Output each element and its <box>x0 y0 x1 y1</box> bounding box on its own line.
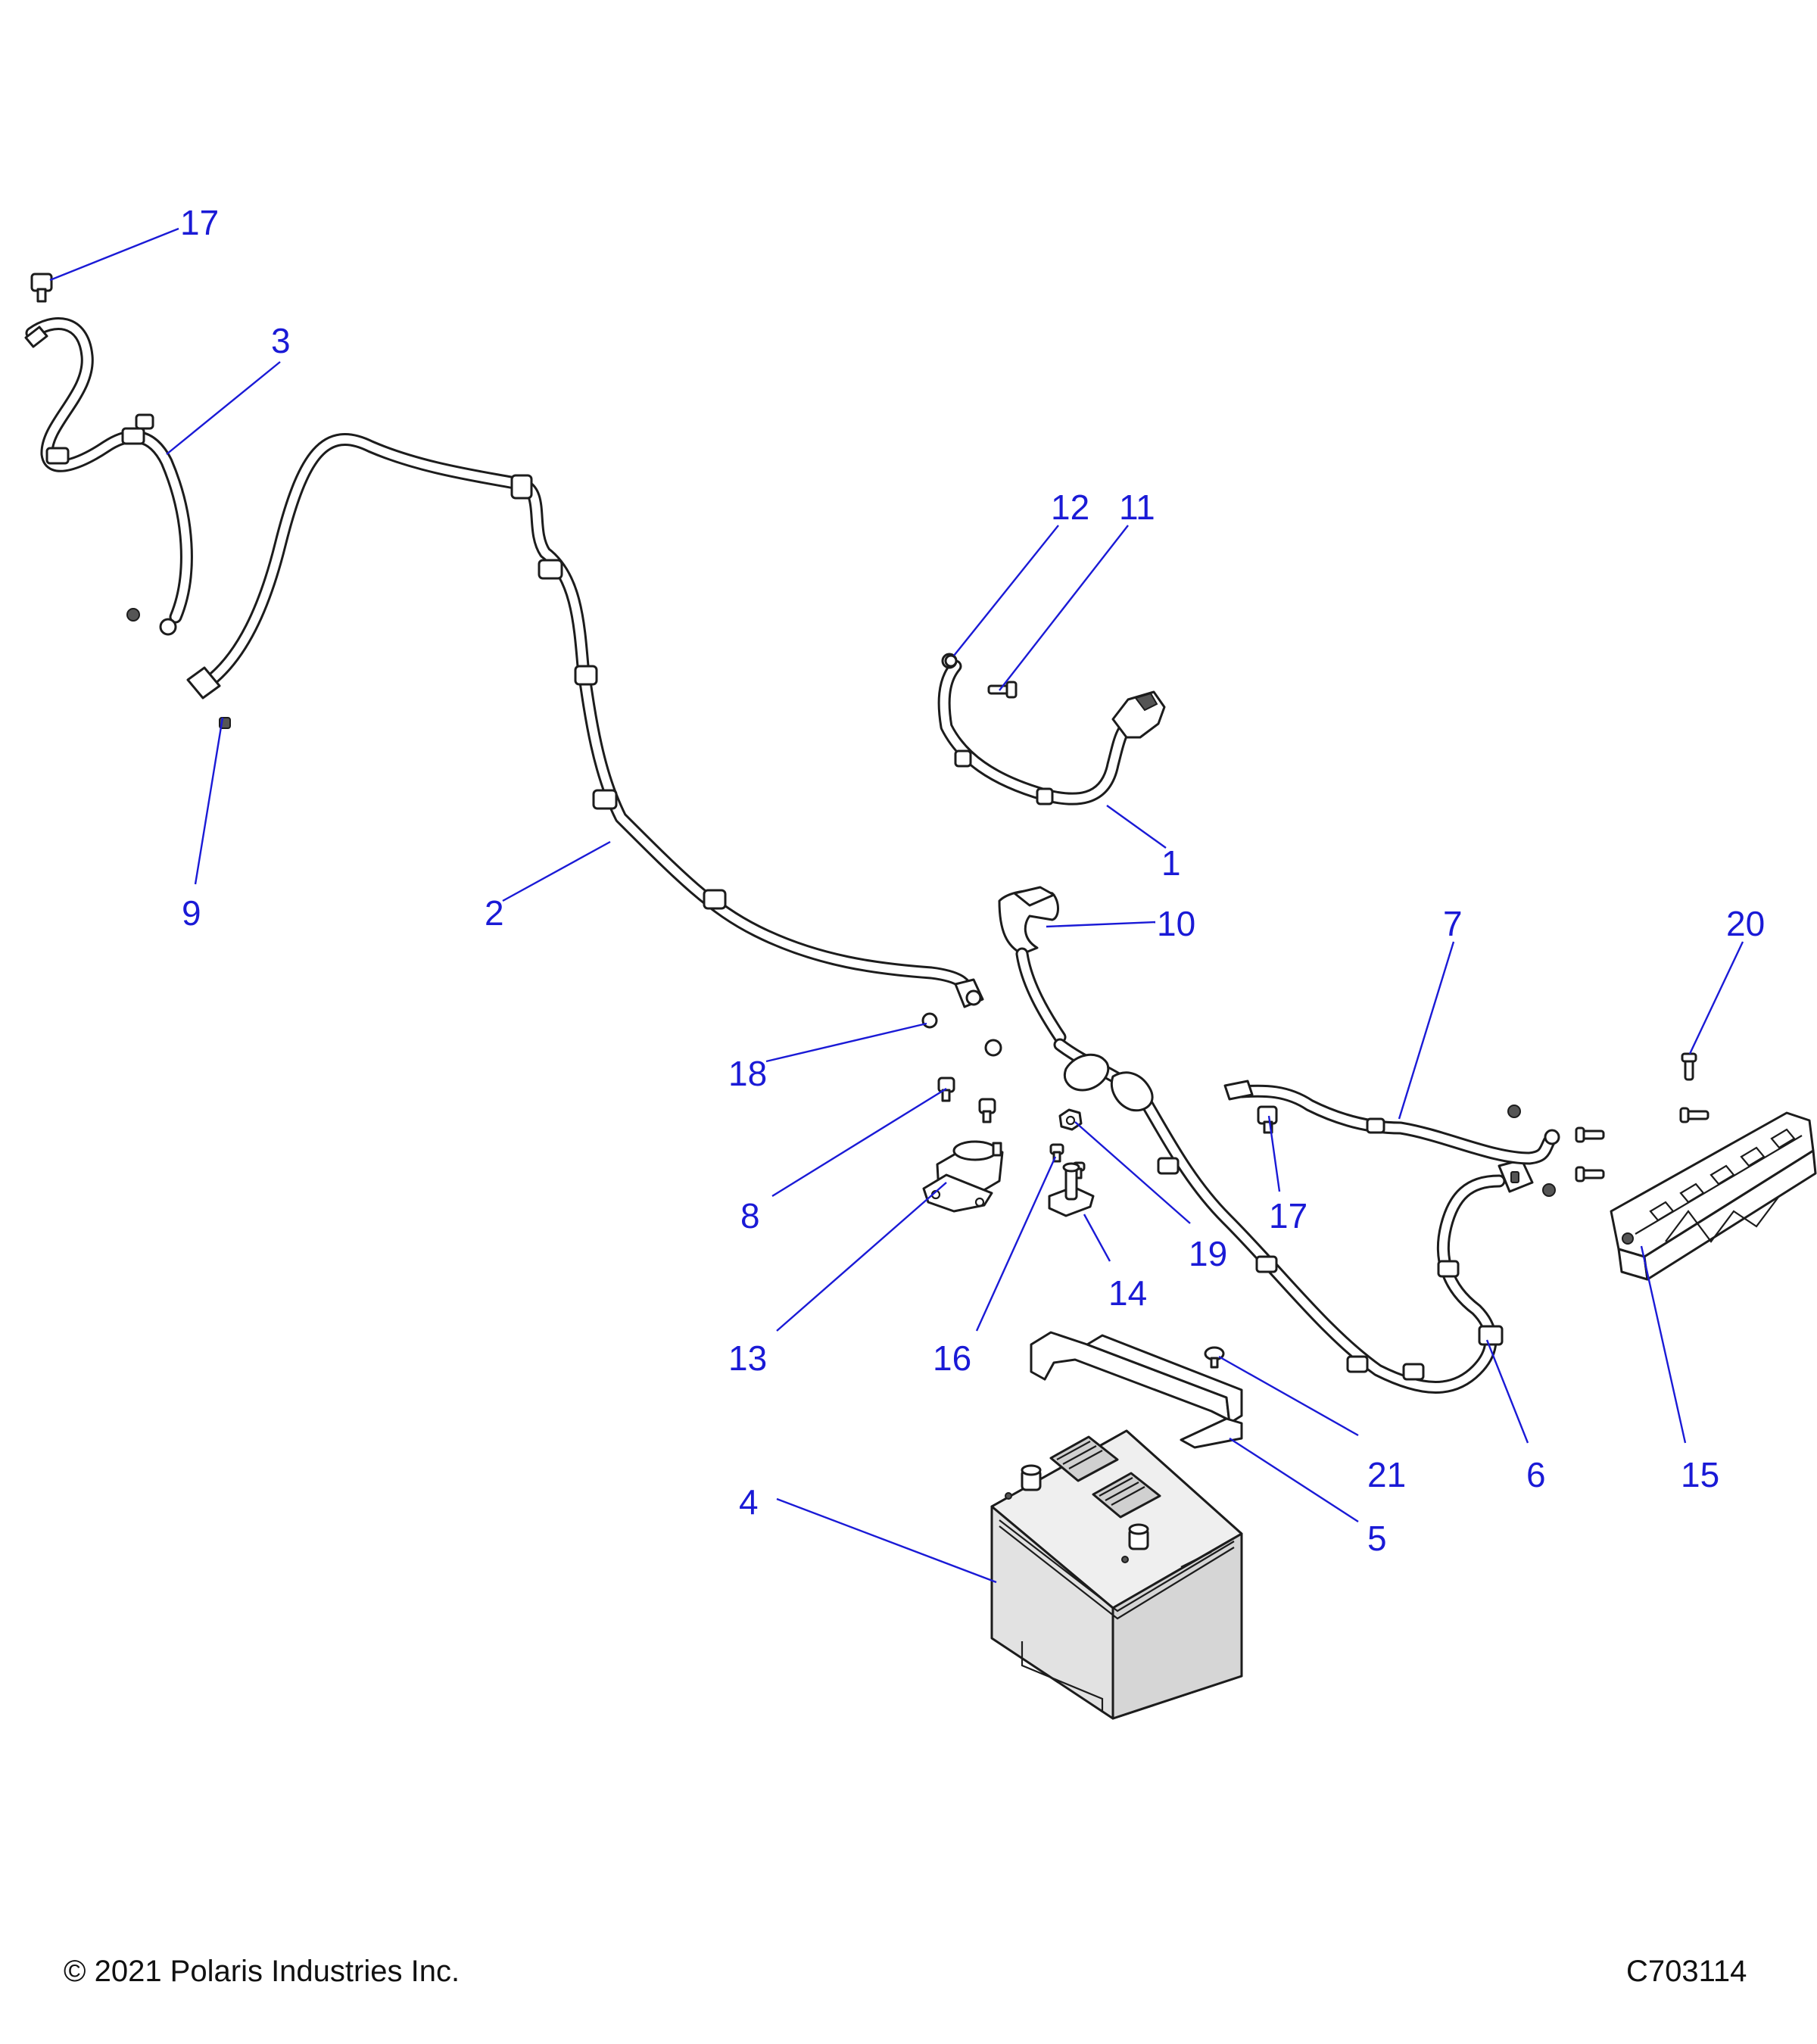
part-15-fuse-block <box>1610 1111 1817 1281</box>
callout-5: 5 <box>1367 1519 1387 1558</box>
copyright-text: © 2021 Polaris Industries Inc. <box>64 1955 460 1988</box>
callout-20: 20 <box>1726 904 1765 943</box>
part-13-solenoid <box>922 1140 1004 1213</box>
part-12-nut <box>944 654 958 668</box>
callout-9: 9 <box>182 893 201 933</box>
part-7-cable <box>1223 1080 1560 1165</box>
callout-19: 19 <box>1189 1234 1227 1273</box>
callout-15: 15 <box>1681 1455 1719 1494</box>
callout-18: 18 <box>728 1054 767 1093</box>
part-19-nut <box>1058 1108 1083 1131</box>
callout-12: 12 <box>1051 488 1089 527</box>
part-8-bolts <box>937 1077 996 1123</box>
callout-16: 16 <box>933 1338 971 1378</box>
callout-1: 1 <box>1161 843 1181 883</box>
callout-14: 14 <box>1108 1273 1147 1313</box>
callout-4: 4 <box>739 1482 759 1522</box>
callout-10: 10 <box>1157 904 1195 943</box>
callout-3: 3 <box>271 321 291 360</box>
part-3-cable <box>24 317 193 636</box>
leader-lines <box>49 227 1744 1584</box>
callout-6: 6 <box>1526 1455 1546 1494</box>
part-18-nut <box>921 1012 1002 1057</box>
part-4-battery <box>990 1429 1243 1720</box>
callout-21: 21 <box>1367 1455 1406 1494</box>
figure-id: C703114 <box>1626 1955 1747 1988</box>
callout-labels: 17 3 9 2 12 11 1 10 7 20 18 8 17 19 14 1… <box>180 203 1765 1558</box>
callout-2: 2 <box>485 893 504 933</box>
part-20-bolts <box>1507 1052 1709 1197</box>
part-6-cable <box>1053 1038 1534 1394</box>
part-14-post <box>1048 1162 1095 1217</box>
part-1-cable <box>937 653 1166 805</box>
callout-11: 11 <box>1119 488 1155 527</box>
callout-13: 13 <box>728 1338 767 1378</box>
callout-17-right: 17 <box>1269 1196 1307 1235</box>
part-17-bolt <box>30 273 53 303</box>
part-5-hold-down-bracket <box>1030 1331 1243 1449</box>
callout-17-upper-left: 17 <box>180 203 219 242</box>
callout-8: 8 <box>740 1196 760 1235</box>
part-17-bolt-right <box>1257 1105 1278 1134</box>
part-10-terminal-cover <box>998 886 1059 955</box>
part-2-cable <box>186 433 984 1008</box>
part-11-bolt <box>987 681 1018 699</box>
callout-7: 7 <box>1443 904 1463 943</box>
